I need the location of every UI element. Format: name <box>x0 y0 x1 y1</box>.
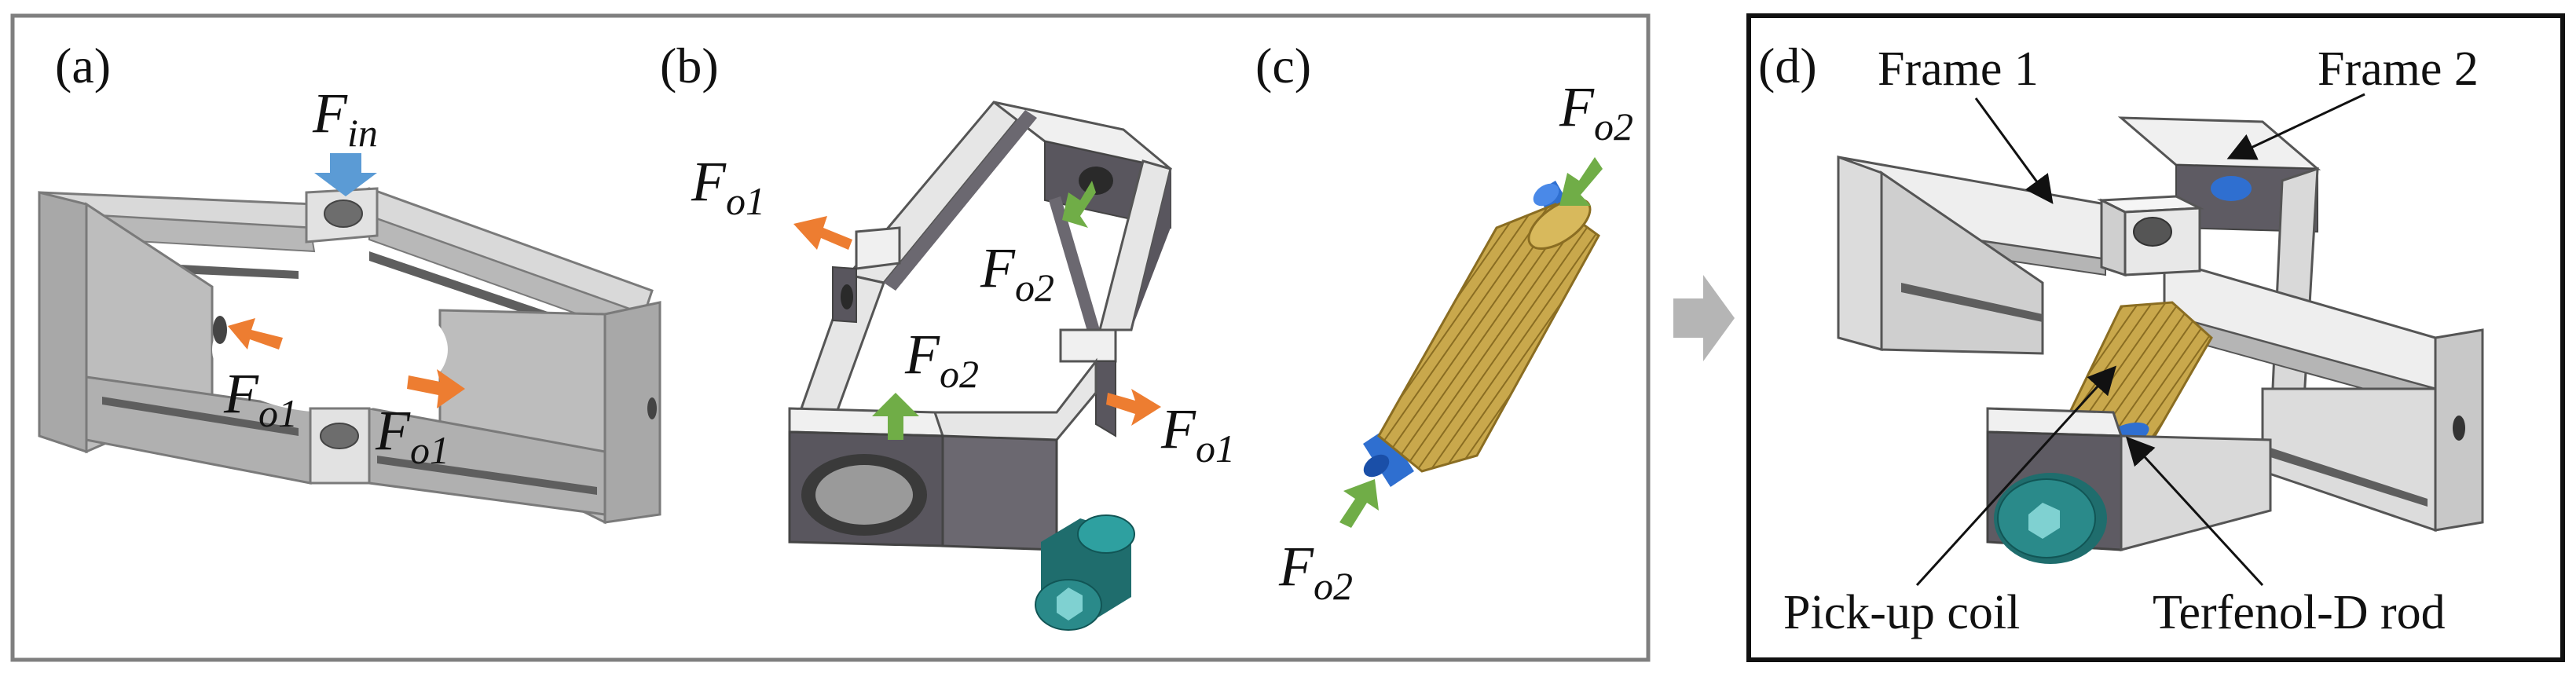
callout-pickup-coil: Pick-up coil <box>1783 586 2020 639</box>
panel-c: (c) Fo2 Fo2 <box>1255 38 1633 608</box>
assembly-d <box>1837 116 2484 564</box>
force-output2-label-b-top: Fo2 <box>980 236 1054 309</box>
force-output1-label-a-right: Fo1 <box>375 399 449 472</box>
output1-force-arrow-left-icon <box>228 318 283 350</box>
panel-b-label: (b) <box>660 38 719 93</box>
callout-rod: Terfenol-D rod <box>2153 586 2446 639</box>
bolt-d-icon <box>1994 473 2107 564</box>
transition-arrow-icon <box>1673 275 1735 361</box>
callout-frame2-leader <box>2226 93 2365 160</box>
output1-force-arrow-b-right-icon <box>1106 389 1161 426</box>
force-output2-label-c-bottom: Fo2 <box>1278 535 1353 608</box>
coil-rod-assembly <box>1363 181 1600 487</box>
force-output1-label-a-left: Fo1 <box>223 362 298 435</box>
callout-frame1-leader <box>1974 97 2054 204</box>
panel-d: (d) <box>1758 38 2484 639</box>
force-output2-label-b-bottom: Fo2 <box>904 323 979 396</box>
amplifier-frame-a <box>38 187 661 525</box>
callout-pickup-coil-leader <box>1915 365 2117 587</box>
output2-force-arrow-b-bottom-icon <box>872 393 919 440</box>
bolt-icon <box>1035 514 1135 631</box>
callout-rod-leader <box>2125 436 2264 587</box>
output2-force-arrow-c-bottom-icon <box>1339 479 1379 528</box>
output1-force-arrow-b-left-icon <box>793 216 852 250</box>
panel-a-label: (a) <box>55 38 111 93</box>
force-input-label: Fin <box>312 82 378 155</box>
force-output1-label-b-right: Fo1 <box>1160 397 1235 470</box>
panel-abc-border <box>10 13 1651 662</box>
panel-b: (b) <box>660 38 1235 631</box>
panel-a: (a) <box>38 38 661 525</box>
panel-d-label: (d) <box>1758 38 1817 93</box>
force-output2-label-c-top: Fo2 <box>1559 75 1633 148</box>
callout-frame2: Frame 2 <box>2318 42 2479 96</box>
pickup-coil-c-icon <box>1377 203 1600 473</box>
output2-force-arrow-b-top-icon <box>1062 181 1096 228</box>
frame-b <box>788 101 1172 551</box>
output1-force-arrow-right-icon <box>407 369 465 408</box>
output2-force-arrow-c-top-icon <box>1559 157 1603 206</box>
force-output1-label-b-left: Fo1 <box>691 150 765 223</box>
input-force-arrow-icon <box>314 153 377 196</box>
panel-d-border <box>1746 13 2565 662</box>
callout-frame1: Frame 1 <box>1878 42 2039 96</box>
panel-c-label: (c) <box>1255 38 1311 93</box>
